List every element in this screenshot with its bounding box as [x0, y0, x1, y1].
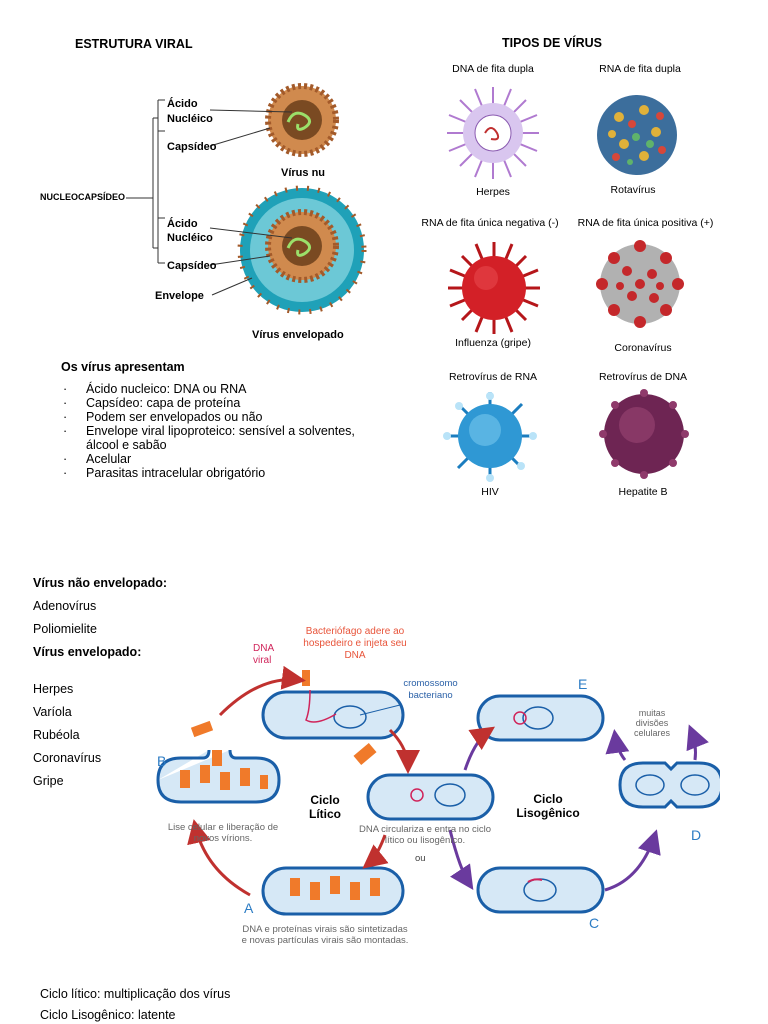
- enveloped-virus-illustration: [237, 185, 367, 315]
- label-nucleico-1: Nucléico: [167, 113, 213, 125]
- type-caption-3: Influenza (gripe): [455, 337, 531, 349]
- type-header-1: DNA de fita dupla: [452, 63, 534, 75]
- enveloped-title: Vírus envelopado:: [33, 645, 142, 659]
- footer-litico: Ciclo lítico: multiplicação dos vírus: [40, 987, 231, 1001]
- letter-b: B: [157, 753, 167, 769]
- feature-item: Envelope viral lipoproteico: sensível a …: [60, 424, 390, 452]
- letter-e: E: [578, 676, 588, 692]
- virus-lists: Adenovírus Poliomielite Vírus envelopado…: [33, 599, 143, 797]
- label-ou: ou: [415, 853, 426, 864]
- bacterium-circularized: [366, 773, 495, 821]
- feature-item: Acelular: [60, 452, 390, 466]
- feature-item: Parasitas intracelular obrigatório: [60, 466, 390, 480]
- hepatitis-b-virus-image: [599, 389, 689, 479]
- label-cromossomo: cromossomo bacteriano: [403, 678, 458, 701]
- coronavirus-image: [596, 240, 684, 328]
- feature-item: Ácido nucleico: DNA ou RNA: [60, 382, 390, 396]
- naked-virus-illustration: [265, 83, 339, 157]
- rotavirus-image: [597, 95, 677, 175]
- label-circulariza: DNA circulariza e entra no ciclo lítico …: [359, 824, 491, 846]
- label-capsideo-1: Capsídeo: [167, 141, 217, 153]
- list-item: Poliomielite: [33, 622, 97, 636]
- footer-lisogenico: Ciclo Lisogênico: latente: [40, 1008, 176, 1022]
- label-bacteriophage: Bacteriófago adere ao hospedeiro e injet…: [303, 626, 407, 661]
- bacteriophage-icon: [302, 670, 310, 686]
- non-enveloped-title: Vírus não envelopado:: [33, 576, 168, 590]
- replication-cycle-diagram: [156, 665, 720, 916]
- type-caption-2: Rotavírus: [610, 184, 656, 196]
- label-sintese: DNA e proteínas virais são sintetizadas …: [241, 924, 409, 946]
- list-item: Adenovírus: [33, 599, 97, 613]
- label-envelope: Envelope: [155, 290, 204, 302]
- type-header-2: RNA de fita dupla: [599, 63, 681, 75]
- type-caption-4: Coronavírus: [614, 342, 672, 354]
- letter-a: A: [244, 900, 254, 916]
- features-list: Ácido nucleico: DNA ou RNA Capsídeo: cap…: [60, 382, 390, 480]
- label-ciclo-litico: Ciclo Lítico: [309, 793, 341, 821]
- type-caption-1: Herpes: [476, 186, 510, 198]
- types-title: TIPOS DE VÍRUS: [502, 36, 603, 50]
- label-acido-2: Ácido: [167, 218, 198, 230]
- label-nucleocapsideo: NUCLEOCAPSÍDEO: [40, 192, 126, 202]
- label-capsideo-2: Capsídeo: [167, 260, 217, 272]
- virus-structure-diagram: [126, 83, 367, 315]
- type-header-5: Retrovírus de RNA: [448, 371, 538, 383]
- label-nucleico-2: Nucléico: [167, 232, 213, 244]
- feature-item: Podem ser envelopados ou não: [60, 410, 390, 424]
- influenza-virus-image: [448, 242, 540, 334]
- label-acido-1: Ácido: [167, 98, 198, 110]
- structure-title: ESTRUTURA VIRAL: [75, 37, 193, 51]
- label-muitas-divisoes: muitas divisões celulares: [633, 708, 671, 738]
- bacterium-lysis: [156, 749, 281, 804]
- type-caption-6: Hepatite B: [618, 486, 668, 498]
- features-title: Os vírus apresentam: [61, 360, 185, 374]
- type-header-6: Retrovírus de DNA: [598, 371, 688, 383]
- list-item: Herpes: [33, 682, 74, 696]
- label-dna-viral: DNA viral: [253, 643, 274, 666]
- letter-d: D: [691, 827, 702, 843]
- bacterium-integrated: [476, 866, 605, 914]
- label-lise: Lise celular e liberação de novos vírion…: [167, 822, 279, 844]
- bacterium-dividing: [618, 761, 720, 809]
- list-item: Coronavírus: [33, 751, 102, 765]
- list-item: Gripe: [33, 774, 64, 788]
- type-caption-5: HIV: [481, 486, 499, 498]
- hiv-virus-image: [443, 392, 537, 482]
- herpes-virus-image: [447, 87, 539, 179]
- label-ciclo-lisogenico: Ciclo Lisogênico: [516, 792, 580, 820]
- label-virus-nu: Vírus nu: [281, 167, 326, 179]
- letter-c: C: [589, 915, 600, 931]
- type-header-3: RNA de fita única negativa (-): [421, 217, 559, 229]
- list-item: Rubéola: [33, 728, 80, 742]
- feature-item: Capsídeo: capa de proteína: [60, 396, 390, 410]
- label-virus-envelopado: Vírus envelopado: [252, 329, 344, 341]
- type-header-4: RNA de fita única positiva (+): [577, 217, 714, 229]
- list-item: Varíola: [33, 705, 72, 719]
- bacterium-lysogen: [476, 694, 605, 742]
